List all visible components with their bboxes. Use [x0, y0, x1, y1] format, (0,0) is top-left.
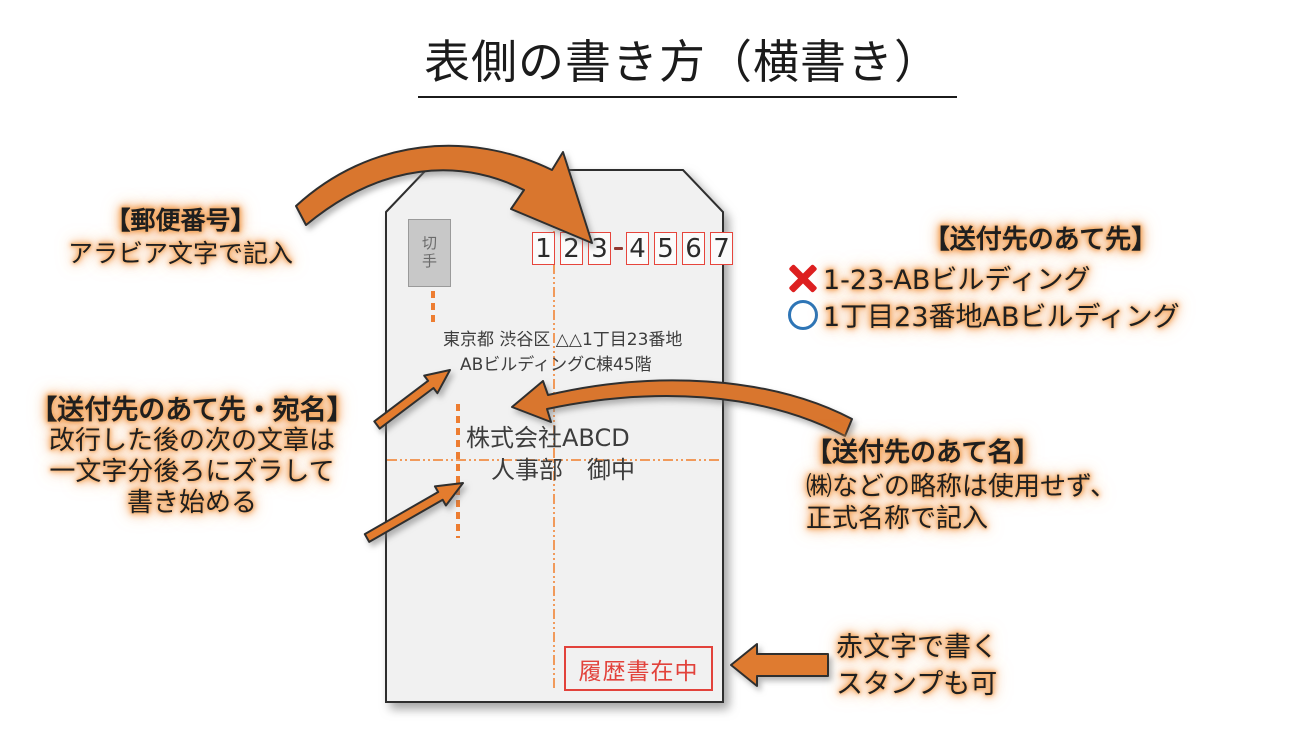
- recipient-line-2: 人事部 御中: [491, 456, 635, 484]
- note-postal-heading: 【郵便番号】: [105, 206, 256, 235]
- note-red-stamp-line: 赤文字で書く: [836, 632, 998, 663]
- note-address-name: 【送付先のあて先・宛名】 改行した後の次の文章は 一文字分後ろにズラして 書き始…: [0, 395, 384, 519]
- note-destination-address: 【送付先のあて先】 1-23-ABビルディング 1丁目23番地ABビルディング: [783, 219, 1298, 333]
- postal-digit-box: 6: [682, 232, 705, 265]
- note-red-stamp-line: スタンプも可: [836, 669, 998, 700]
- wrong-example-text: 1-23-ABビルディング: [823, 265, 1091, 296]
- straight-arrow-to-address-icon: [373, 369, 451, 430]
- note-address-name-heading: 【送付先のあて先・宛名】: [30, 395, 354, 426]
- postal-digit-box: 2: [560, 232, 583, 265]
- note-destination-name-heading: 【送付先のあて名】: [806, 438, 1040, 468]
- block-arrow-to-resume-box-icon: [730, 643, 829, 687]
- circle-mark-icon: [788, 299, 818, 330]
- address-line-1: 東京都 渋谷区 △△1丁目23番地: [443, 330, 683, 350]
- postal-digit-box: 5: [654, 232, 677, 265]
- postal-digit-box: 3: [588, 232, 611, 265]
- note-address-name-line: 一文字分後ろにズラして: [49, 457, 335, 487]
- note-destination-name-line: 正式名称で記入: [806, 504, 989, 534]
- resume-enclosed-stamp: 履歴書在中: [564, 646, 713, 691]
- right-example-text: 1丁目23番地ABビルディング: [823, 302, 1180, 333]
- horizontal-guide-line: [387, 459, 722, 461]
- stamp-placeholder: 切手: [408, 219, 451, 287]
- postal-code-row: 1 2 3 4 5 6 7: [532, 232, 733, 265]
- note-red-stamp: 赤文字で書く スタンプも可: [836, 629, 998, 703]
- wrong-example-row: 1-23-ABビルディング: [783, 259, 1298, 296]
- note-address-name-line: 書き始める: [126, 488, 257, 518]
- right-example-row: 1丁目23番地ABビルディング: [783, 296, 1298, 333]
- recipient-name: 株式会社ABCD 人事部 御中: [466, 422, 635, 486]
- note-postal-code: 【郵便番号】 アラビア文字で記入: [38, 204, 323, 270]
- note-destination-address-heading: 【送付先のあて先】: [923, 225, 1158, 255]
- postal-digit-box: 1: [532, 232, 555, 265]
- note-destination-name-line: ㈱などの略称は使用せず、: [806, 472, 1117, 502]
- recipient-guide-line: [456, 404, 460, 538]
- address-line-2: ABビルディングC棟45階: [460, 355, 652, 375]
- recipient-line-1: 株式会社ABCD: [466, 424, 630, 452]
- destination-address: 東京都 渋谷区 △△1丁目23番地 ABビルディングC棟45階: [443, 328, 682, 378]
- postal-digit-box: 4: [626, 232, 649, 265]
- postal-digit-box: 7: [710, 232, 733, 265]
- stamp-guide-line: [431, 291, 435, 324]
- note-address-name-line: 改行した後の次の文章は: [48, 426, 335, 456]
- note-destination-name: 【送付先のあて名】 ㈱などの略称は使用せず、 正式名称で記入: [806, 437, 1116, 535]
- note-postal-body: アラビア文字で記入: [67, 239, 293, 268]
- postal-hyphen-icon: [614, 247, 623, 250]
- x-mark-icon: [788, 263, 818, 293]
- page-title: 表側の書き方（横書き）: [418, 35, 957, 99]
